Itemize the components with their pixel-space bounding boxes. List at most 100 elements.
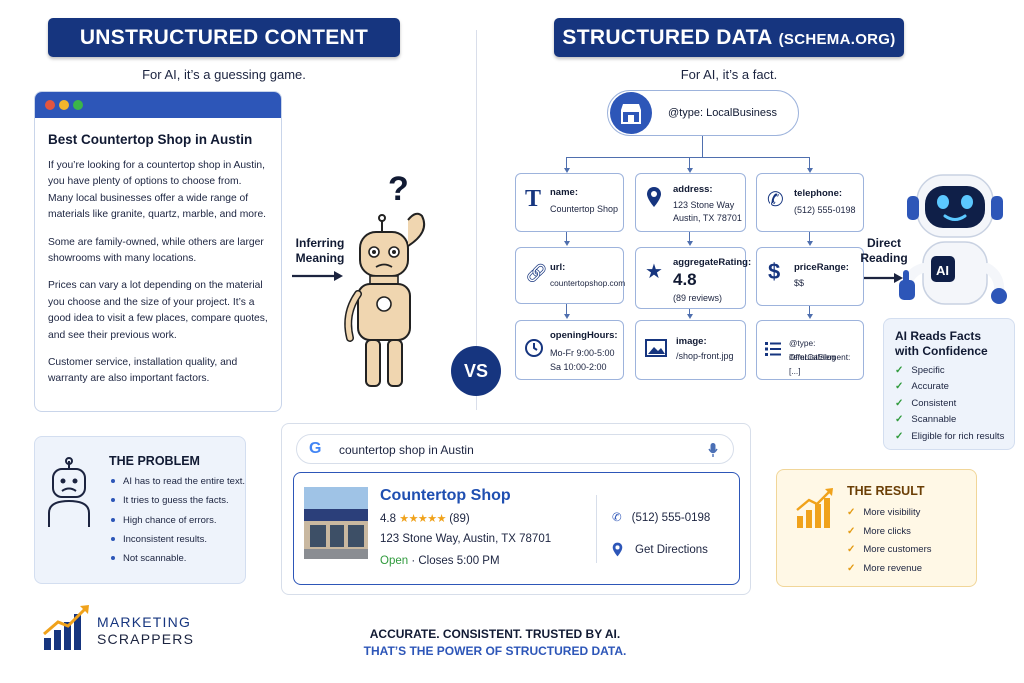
node-value: /shop-front.jpg [676, 351, 734, 361]
call-action[interactable]: ✆ (512) 555-0198 [612, 510, 710, 524]
tree-connector [566, 157, 568, 169]
arrow-down-icon [806, 314, 813, 319]
arrow-down-icon [806, 168, 813, 173]
node-key: aggregateRating: [673, 257, 752, 268]
right-banner-text: STRUCTURED DATA [562, 25, 773, 49]
checkmark-icon: ✓ [847, 563, 856, 574]
checkmark-icon: ✓ [847, 507, 856, 518]
problem-item: Inconsistent results. [111, 534, 207, 545]
search-bar[interactable]: G countertop shop in Austin [296, 434, 734, 464]
checkmark-icon: ✓ [895, 398, 904, 409]
result-item: ✓More revenue [847, 563, 923, 574]
node-value: 123 Stone Way [673, 200, 735, 210]
checkmark-icon: ✓ [895, 365, 904, 376]
root-type: @type: LocalBusiness [668, 107, 778, 119]
search-query[interactable]: countertop shop in Austin [339, 443, 474, 457]
brand-line-2: SCRAPPERS [97, 631, 195, 647]
root-node: @type: LocalBusiness [607, 90, 799, 136]
center-divider [476, 30, 477, 410]
facts-panel: AI Reads Facts with Confidence ✓Specific… [883, 318, 1015, 450]
store-icon [610, 92, 652, 134]
tree-connector [566, 304, 568, 315]
tree-connector [809, 306, 811, 315]
result-item: ✓More visibility [847, 507, 921, 518]
directions-action[interactable]: Get Directions [612, 542, 708, 557]
tree-connector [689, 309, 691, 315]
node-value: (512) 555-0198 [794, 205, 856, 215]
checkmark-icon: ✓ [895, 381, 904, 392]
window-minimize-dot [59, 100, 69, 110]
node-value: Austin, TX 78701 [673, 213, 742, 223]
checkmark-icon: ✓ [895, 414, 904, 425]
tree-connector [809, 157, 811, 169]
node-image: image: /shop-front.jpg [635, 320, 746, 380]
business-result-card[interactable]: Countertop Shop 4.8 ★★★★★ (89) 123 Stone… [293, 472, 740, 585]
node-value: $$ [794, 278, 805, 288]
node-key: address: [673, 184, 713, 195]
brand-line-1: MARKETING [97, 614, 192, 630]
business-name[interactable]: Countertop Shop [380, 487, 511, 504]
business-address: 123 Stone Way, Austin, TX 78701 [380, 533, 552, 545]
confused-robot-icon: ? [344, 170, 426, 387]
right-banner: STRUCTURED DATA (SCHEMA.ORG) [554, 18, 904, 57]
fact-item: ✓Accurate [895, 381, 949, 392]
node-value: Sa 10:00-2:00 [550, 362, 607, 372]
google-g-icon: G [309, 440, 322, 457]
rating-value: 4.8 [380, 513, 396, 525]
tagline-line-2: THAT’S THE POWER OF STRUCTURED DATA. [363, 644, 627, 658]
arrow-right-icon [864, 273, 903, 283]
text-icon: T [525, 186, 542, 212]
arrow-down-icon [686, 241, 693, 246]
problem-item: High chance of errors. [111, 515, 216, 526]
left-subtitle: For AI, it’s a guessing game. [142, 67, 306, 82]
node-telephone: ✆ telephone: (512) 555-0198 [756, 173, 864, 232]
svg-text:?: ? [388, 170, 409, 208]
problem-item: It tries to guess the facts. [111, 495, 229, 506]
node-key: openingHours: [550, 330, 618, 341]
tree-connector [689, 232, 691, 242]
closing-time: · Closes 5:00 PM [408, 555, 500, 567]
problem-title: THE PROBLEM [109, 454, 200, 468]
phone-icon: ✆ [612, 512, 622, 524]
inferring-label: Inferring Meaning [295, 236, 345, 265]
arrow-down-icon [563, 314, 570, 319]
microphone-icon[interactable] [708, 443, 718, 458]
window-maximize-dot [73, 100, 83, 110]
article-card: Best Countertop Shop in Austin If you’re… [34, 91, 282, 412]
arrow-down-icon [563, 168, 570, 173]
location-pin-icon [612, 542, 623, 557]
article-paragraph: Prices can vary a lot depending on the m… [48, 280, 268, 341]
result-item: ✓More clicks [847, 526, 911, 537]
list-icon [765, 342, 781, 356]
fact-item: ✓Scannable [895, 414, 957, 425]
fact-item: ✓Specific [895, 365, 945, 376]
growth-chart-icon [796, 488, 833, 528]
result-item: ✓More customers [847, 544, 932, 555]
direct-reading-label: Direct Reading [860, 236, 908, 265]
search-panel: G countertop shop in Austin Countertop S… [281, 423, 751, 595]
node-value: itemListElement: [...] [789, 352, 851, 376]
article-paragraph: Some are family-owned, while others are … [48, 236, 264, 265]
article-paragraph: Customer service, installation quality, … [48, 357, 238, 385]
article-title: Best Countertop Shop in Austin [48, 132, 253, 147]
right-banner-suffix: (SCHEMA.ORG) [778, 30, 896, 48]
node-value: 4.8 [673, 270, 697, 289]
arrow-right-icon [292, 271, 343, 281]
svg-text:AI: AI [936, 263, 949, 278]
tree-connector [689, 157, 691, 169]
window-close-dot [45, 100, 55, 110]
node-address: address: 123 Stone Way Austin, TX 78701 [635, 173, 746, 232]
brand-logo-icon [43, 605, 89, 650]
location-pin-icon [647, 187, 661, 207]
node-url: 🔗︎ url: countertopshop.com [515, 247, 626, 304]
node-key: url: [550, 262, 566, 273]
phone-number[interactable]: (512) 555-0198 [631, 512, 711, 524]
node-value: countertopshop.com [550, 278, 626, 288]
node-opening-hours: openingHours: Mo-Fr 9:00-5:00 Sa 10:00-2… [515, 320, 624, 380]
checkmark-icon: ✓ [847, 526, 856, 537]
node-value: (89 reviews) [673, 293, 723, 303]
node-key: image: [676, 336, 707, 347]
directions-link[interactable]: Get Directions [635, 543, 708, 556]
node-key: telephone: [794, 188, 843, 199]
node-value: @type: OfferCatalog [789, 338, 836, 362]
